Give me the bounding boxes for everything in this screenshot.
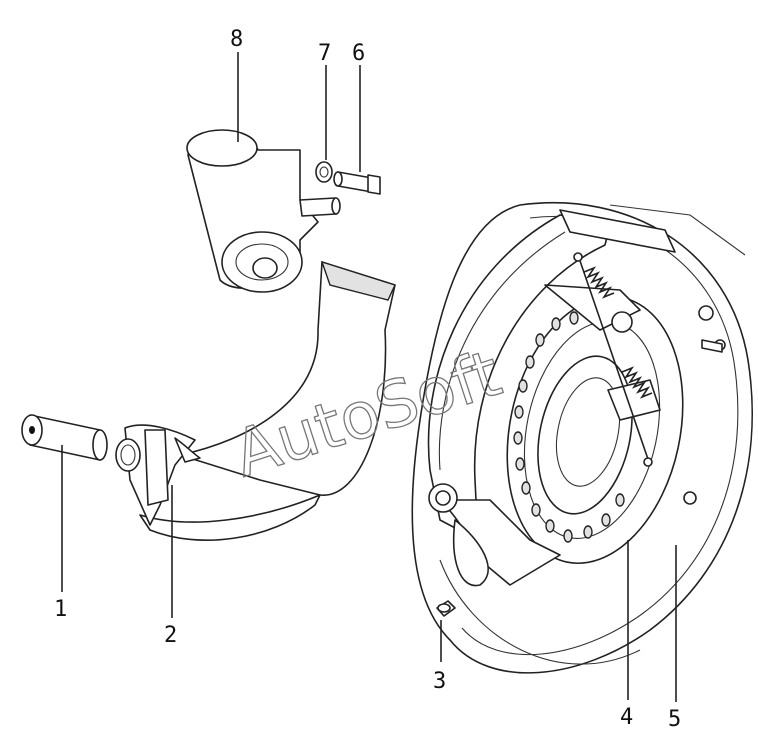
return-spring: [573, 252, 653, 467]
bleeder-screw: [333, 171, 381, 195]
callout-4: 4: [620, 705, 633, 730]
bleeder-nut: [315, 161, 333, 183]
bolt-hole-ring: [513, 311, 625, 543]
anchor-pin: [21, 414, 108, 461]
callout-2: 2: [164, 623, 177, 648]
leader-lines: [61, 52, 677, 702]
brake-shoe: [115, 260, 396, 541]
callout-8: 8: [230, 27, 243, 52]
callout-1: 1: [54, 597, 67, 622]
callout-7: 7: [318, 41, 331, 66]
callout-labels: 8 7 6 1 2 3 4 5: [54, 27, 681, 732]
wheel-cylinder: [186, 129, 341, 293]
callout-6: 6: [352, 41, 365, 66]
small-fitting: [436, 600, 456, 617]
callout-5: 5: [668, 707, 681, 732]
callout-3: 3: [433, 669, 446, 694]
